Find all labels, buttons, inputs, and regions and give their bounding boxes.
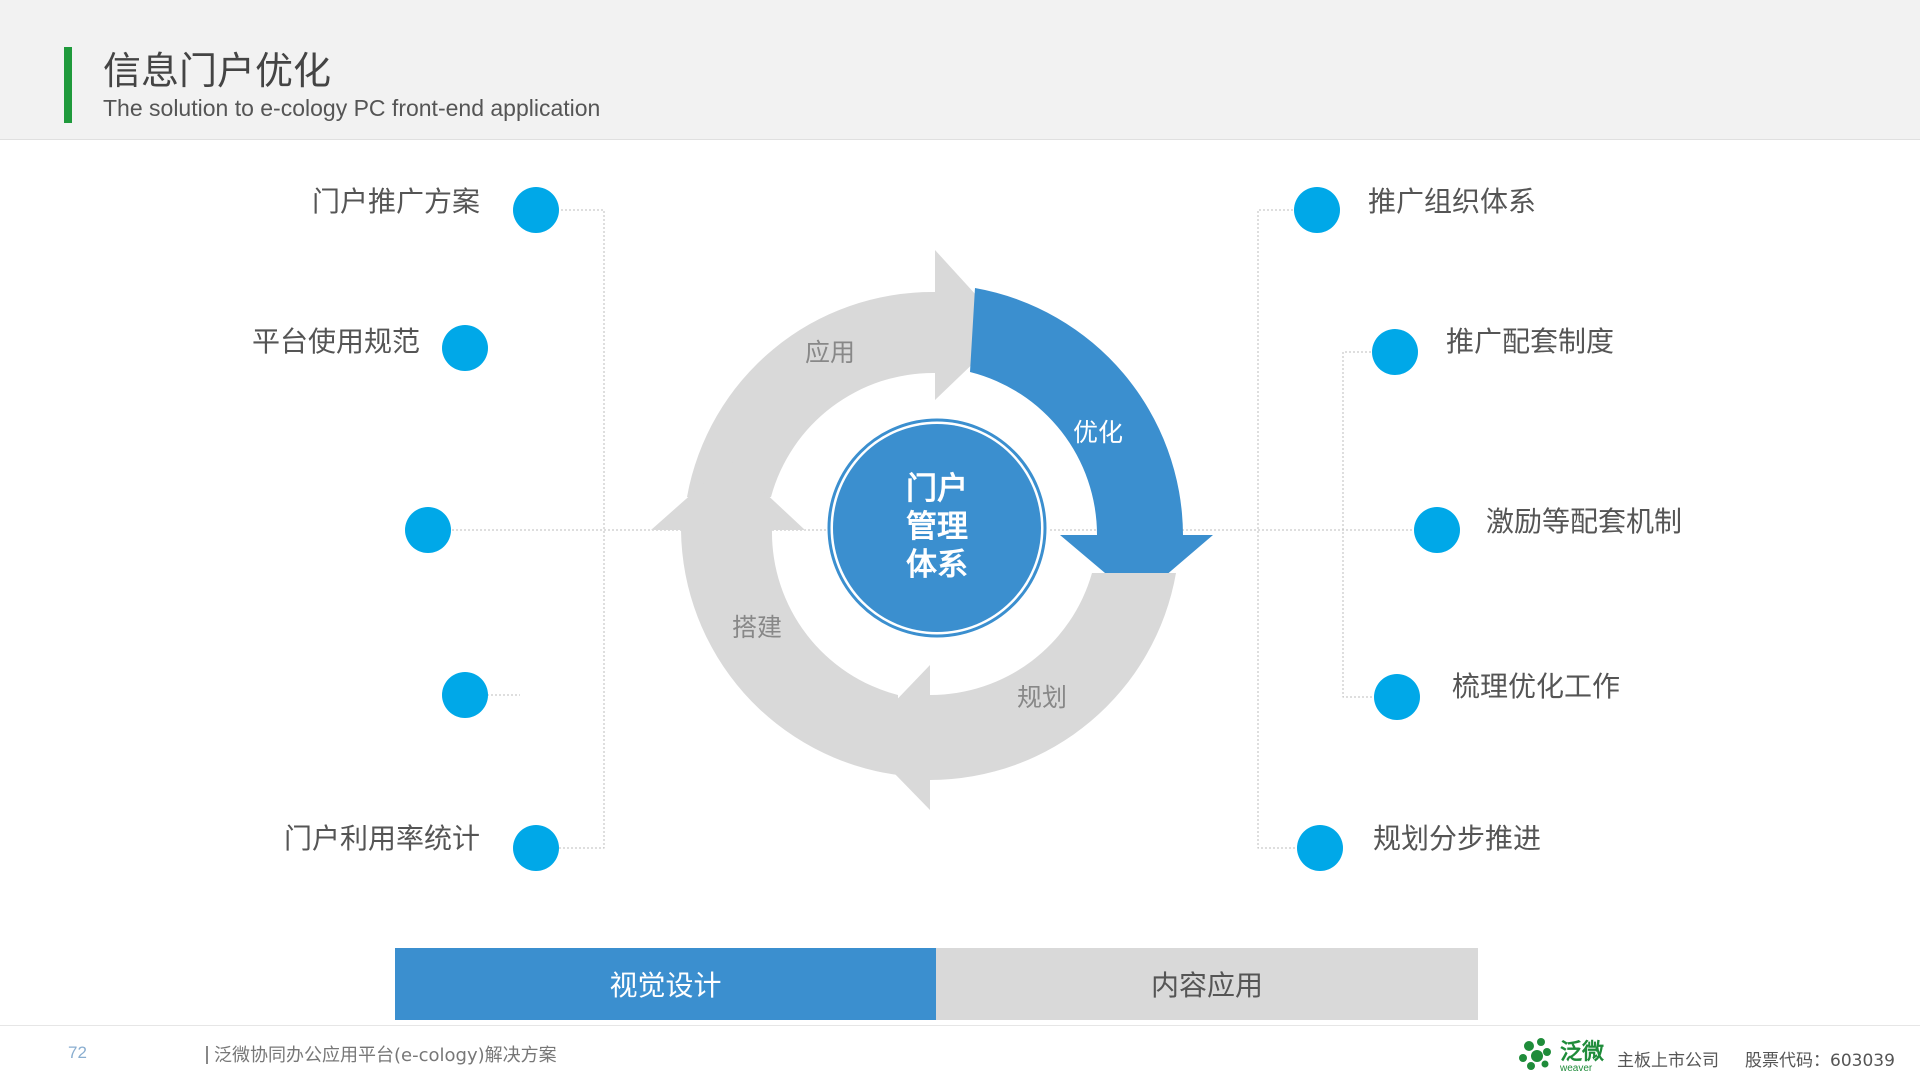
page-subtitle: The solution to e-cology PC front-end ap… bbox=[103, 95, 601, 121]
left-dots bbox=[405, 187, 559, 871]
tab-visual-design[interactable]: 视觉设计 bbox=[395, 948, 936, 1020]
arrow-left bbox=[651, 460, 898, 775]
right-dot bbox=[1372, 329, 1418, 375]
right-item-label: 推广配套制度 bbox=[1446, 325, 1615, 358]
right-dot bbox=[1414, 507, 1460, 553]
stock-code: 股票代码：603039 bbox=[1745, 1051, 1895, 1071]
footer-divider bbox=[0, 1025, 1920, 1026]
left-dot bbox=[405, 507, 451, 553]
brand-name: 泛微 bbox=[1560, 1040, 1605, 1065]
footer-doc-title: 泛微协同办公应用平台(e-cology)解决方案 bbox=[206, 1041, 557, 1067]
page-number: 72 bbox=[68, 1043, 87, 1062]
center-label-line: 门户 bbox=[906, 471, 968, 507]
right-item-label: 梳理优化工作 bbox=[1452, 670, 1621, 703]
right-dots bbox=[1294, 187, 1460, 871]
page-title: 信息门户优化 bbox=[103, 49, 332, 93]
listed-company-label: 主板上市公司 bbox=[1617, 1051, 1719, 1071]
header: 信息门户优化 The solution to e-cology PC front… bbox=[0, 0, 1920, 140]
brand-subtitle: weaver bbox=[1560, 1063, 1593, 1074]
tab-content-application[interactable]: 内容应用 bbox=[936, 948, 1478, 1020]
left-bracket-line bbox=[557, 209, 605, 849]
arrow-right bbox=[970, 288, 1213, 600]
segment-label-right: 优化 bbox=[1073, 418, 1124, 447]
right-item-label: 规划分步推进 bbox=[1373, 822, 1542, 855]
left-dot bbox=[442, 672, 488, 718]
left-item-label: 门户利用率统计 bbox=[283, 822, 480, 855]
segment-label-top: 应用 bbox=[805, 338, 856, 367]
left-item-label: 门户推广方案 bbox=[311, 185, 480, 218]
right-dot bbox=[1297, 825, 1343, 871]
arrow-bottom bbox=[860, 573, 1176, 810]
cycle-arrows bbox=[651, 250, 1213, 810]
center-label: 门户 管理 体系 bbox=[877, 470, 997, 584]
right-bracket-line bbox=[1257, 209, 1320, 849]
header-accent-bar bbox=[64, 47, 72, 123]
center-label-line: 管理 bbox=[906, 509, 968, 545]
center-label-line: 体系 bbox=[906, 547, 968, 583]
arrow-top bbox=[687, 250, 1008, 497]
right-inner-bracket-line bbox=[1342, 351, 1397, 698]
left-dot bbox=[513, 187, 559, 233]
right-item-label: 推广组织体系 bbox=[1368, 185, 1537, 218]
center-circle bbox=[833, 424, 1041, 632]
left-dot bbox=[442, 325, 488, 371]
weaver-logo-icon bbox=[1519, 1038, 1551, 1070]
right-dot bbox=[1294, 187, 1340, 233]
segment-label-left: 搭建 bbox=[732, 613, 783, 642]
left-item-label: 平台使用规范 bbox=[251, 325, 420, 358]
segment-label-bottom: 规划 bbox=[1017, 683, 1068, 712]
right-item-label: 激励等配套机制 bbox=[1486, 505, 1683, 538]
left-dot bbox=[513, 825, 559, 871]
right-dot bbox=[1374, 674, 1420, 720]
